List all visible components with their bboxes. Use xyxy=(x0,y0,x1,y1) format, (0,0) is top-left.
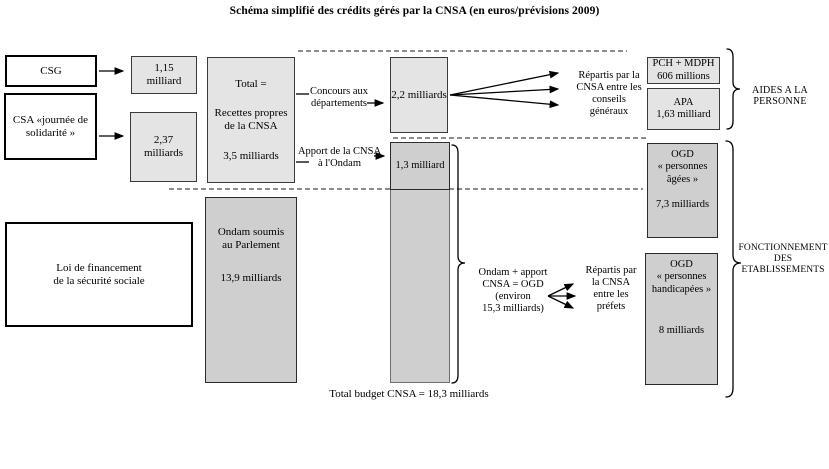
loi-financement-label: Loi de financement de la sécurité social… xyxy=(53,261,145,287)
ondam-apport-label: Ondam + apport CNSA = OGD (environ 15,3 … xyxy=(478,267,548,314)
concours-value: 2,2 milliards xyxy=(391,88,447,101)
apport-value: 1,3 milliard xyxy=(395,159,445,171)
recettes-propres-label: Recettes propres de la CNSA xyxy=(214,107,288,132)
csg-label: CSG xyxy=(40,64,62,77)
diagram-title: Schéma simplifié des crédits gérés par l… xyxy=(229,5,600,17)
total-budget-label: Total budget CNSA = 18,3 milliards xyxy=(329,388,489,400)
csg-box: CSG xyxy=(5,55,97,87)
csa-amount: 2,37 milliards xyxy=(143,134,184,159)
ogd-handicapees-value: 8 milliards xyxy=(658,325,705,337)
concours-label: Concours aux départements xyxy=(309,86,369,109)
loi-financement-box: Loi de financement de la sécurité social… xyxy=(5,222,193,327)
brace-ogd-total xyxy=(451,144,466,384)
ondam-box: Ondam soumis au Parlement 13,9 milliards xyxy=(205,197,297,383)
apa-label: APA 1,63 milliard xyxy=(656,96,711,120)
arrow-fan-conseils-3 xyxy=(449,94,560,109)
ogd-agees-value: 7,3 milliards xyxy=(655,199,710,211)
apport-value-box: 1,3 milliard xyxy=(390,142,450,190)
arrow-fan-conseils-2 xyxy=(449,85,560,96)
apport-label: Apport de la CNSA à l'Ondam xyxy=(297,146,382,169)
ondam-label: Ondam soumis au Parlement xyxy=(217,226,285,251)
concours-value-box: 2,2 milliards xyxy=(390,57,448,133)
brace-aides-personne xyxy=(726,48,741,130)
csg-amount-box: 1,15 milliard xyxy=(131,56,197,94)
csa-amount-box: 2,37 milliards xyxy=(130,112,197,182)
pch-mdph-label: PCH + MDPH 606 millions xyxy=(652,58,715,82)
csa-box: CSA «journée de solidarité » xyxy=(4,93,97,160)
repartis-conseils-label: Répartis par la CNSA entre les conseils … xyxy=(576,70,642,117)
ogd-handicapees-box: OGD « personnes handicapées » 8 milliard… xyxy=(645,253,718,385)
csg-amount: 1,15 milliard xyxy=(146,62,182,87)
recettes-propres-value: 3,5 milliards xyxy=(223,149,279,162)
pch-mdph-box: PCH + MDPH 606 millions xyxy=(647,57,720,84)
ogd-column xyxy=(390,190,450,383)
ogd-agees-box: OGD « personnes âgées » 7,3 milliards xyxy=(647,143,718,238)
arrow-fan-conseils-1 xyxy=(449,70,560,96)
apa-box: APA 1,63 milliard xyxy=(647,88,720,130)
aides-personne-label: AIDES A LA PERSONNE xyxy=(752,85,808,108)
repartis-prefets-label: Répartis par la CNSA entre les préfets xyxy=(585,265,637,312)
recettes-propres-box: Total = Recettes propres de la CNSA 3,5 … xyxy=(207,57,295,183)
fonctionnement-label: FONCTIONNEMENT DES ETABLISSEMENTS xyxy=(738,243,828,275)
total-label: Total = xyxy=(235,77,267,90)
csa-label: CSA «journée de solidarité » xyxy=(12,113,89,139)
ondam-value: 13,9 milliards xyxy=(220,271,282,284)
ogd-agees-title: OGD « personnes âgées » xyxy=(657,149,708,185)
ogd-handicapees-title: OGD « personnes handicapées » xyxy=(651,259,712,295)
